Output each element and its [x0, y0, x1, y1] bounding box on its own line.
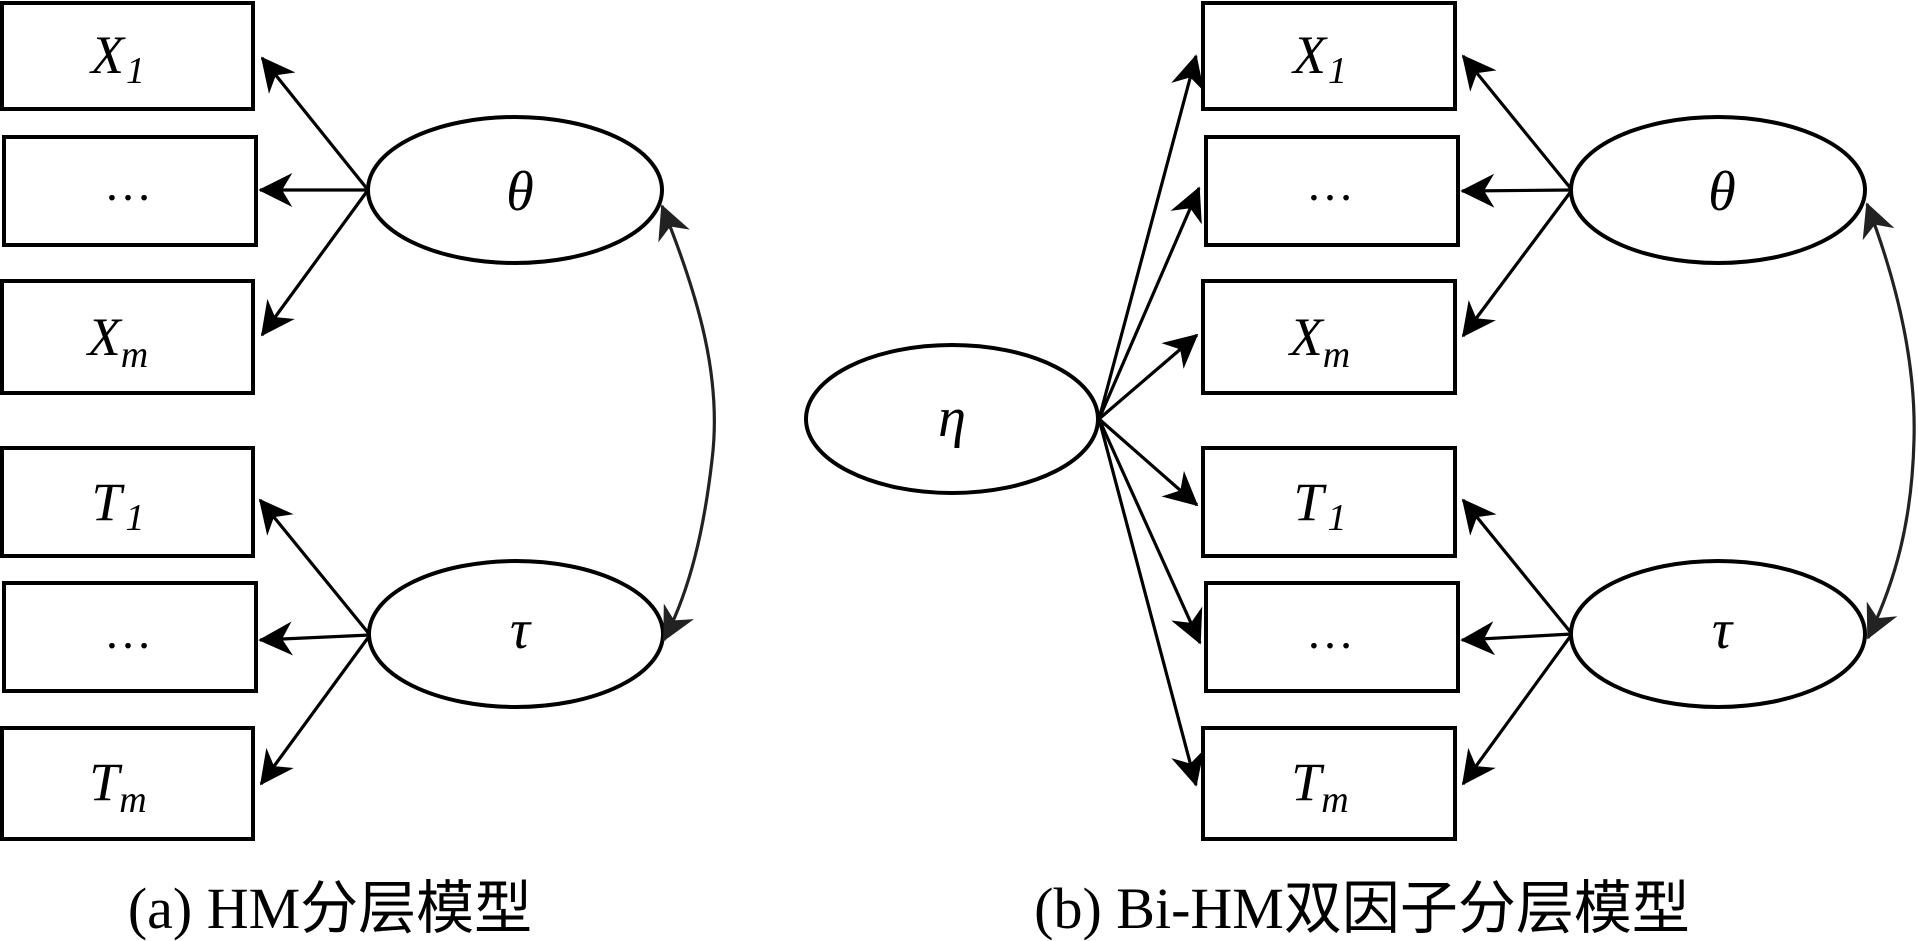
- observed-label: X: [1291, 25, 1328, 85]
- observed-label: T: [1291, 752, 1325, 812]
- observed-label: T: [91, 472, 125, 532]
- svg-text:X1: X1: [89, 25, 145, 92]
- loading-arrow-eta-x-ellipsis: [1097, 186, 1202, 420]
- caption-a: (a) HM分层模型: [128, 876, 532, 941]
- loading-arrow-theta-xm: [1461, 189, 1574, 338]
- loading-arrow-tau-tm: [1461, 633, 1574, 786]
- loading-arrow-eta-t1: [1097, 417, 1199, 507]
- latent-label: τ: [1712, 599, 1734, 661]
- loading-arrow-eta-t-ellipsis: [1097, 418, 1203, 645]
- loading-arrow-eta-x1: [1097, 54, 1205, 420]
- latent-label: η: [938, 387, 966, 449]
- observed-subscript: 1: [1328, 497, 1347, 539]
- svg-text:Tm: Tm: [89, 752, 147, 821]
- observed-box-t-ellipsis: …: [2, 581, 258, 693]
- latent-label: τ: [510, 599, 532, 661]
- loading-arrow-tau-t1: [1461, 498, 1574, 636]
- loading-arrow-tau-tm: [259, 634, 372, 786]
- observed-box-x-ellipsis: …: [1204, 135, 1460, 247]
- svg-text:Xm: Xm: [1288, 307, 1350, 376]
- observed-subscript: 1: [1328, 50, 1347, 92]
- observed-subscript: m: [121, 334, 148, 376]
- observed-subscript: m: [1323, 334, 1350, 376]
- observed-box-x-ellipsis: …: [2, 135, 258, 247]
- correlation-arrow-theta-tau: [658, 204, 716, 642]
- ellipsis-label: …: [104, 158, 152, 211]
- caption-b: (b) Bi-HM双因子分层模型: [1034, 876, 1690, 941]
- svg-text:T1: T1: [91, 472, 144, 539]
- loading-arrow-tau-t1: [258, 498, 372, 637]
- loading-arrow-eta-xm: [1097, 333, 1199, 421]
- observed-box-xm: Xm: [0, 279, 255, 395]
- loading-arrow-tau-t-ellipsis: [258, 621, 371, 656]
- correlation-arrow-theta-tau: [1862, 202, 1916, 640]
- latent-theta: θ: [366, 115, 664, 265]
- observed-label: X: [86, 307, 123, 367]
- latent-label: θ: [1708, 161, 1736, 223]
- latent-tau: τ: [1569, 559, 1867, 709]
- loading-arrow-theta-xm: [260, 189, 370, 337]
- observed-box-t-ellipsis: …: [1204, 581, 1460, 693]
- observed-label: T: [89, 752, 123, 812]
- svg-text:T1: T1: [1293, 472, 1346, 539]
- observed-box-tm: Tm: [1201, 726, 1457, 841]
- latent-theta: θ: [1569, 115, 1867, 265]
- observed-label: X: [89, 25, 126, 85]
- observed-label: X: [1288, 307, 1325, 367]
- ellipsis-label: …: [104, 606, 152, 659]
- observed-label: T: [1293, 472, 1327, 532]
- latent-tau: τ: [367, 559, 665, 709]
- svg-text:X1: X1: [1291, 25, 1347, 92]
- observed-subscript: m: [1321, 779, 1348, 821]
- loading-arrow-theta-x1: [260, 56, 370, 192]
- ellipsis-label: …: [1306, 158, 1354, 211]
- loading-arrow-theta-x1: [1461, 54, 1574, 192]
- observed-subscript: 1: [126, 50, 145, 92]
- loading-arrow-eta-tm: [1097, 418, 1205, 787]
- observed-box-x1: X1: [1201, 1, 1457, 111]
- observed-box-x1: X1: [0, 1, 255, 111]
- observed-box-xm: Xm: [1201, 279, 1457, 395]
- loading-arrow-tau-t-ellipsis: [1460, 621, 1573, 656]
- observed-subscript: 1: [126, 497, 145, 539]
- svg-text:Xm: Xm: [86, 307, 148, 376]
- ellipsis-label: …: [1306, 606, 1354, 659]
- observed-box-tm: Tm: [0, 726, 255, 841]
- svg-text:Tm: Tm: [1291, 752, 1349, 821]
- observed-subscript: m: [119, 779, 146, 821]
- loading-arrow-theta-x-ellipsis: [1460, 173, 1573, 208]
- latent-label: θ: [506, 161, 534, 223]
- latent-eta: η: [804, 343, 1100, 495]
